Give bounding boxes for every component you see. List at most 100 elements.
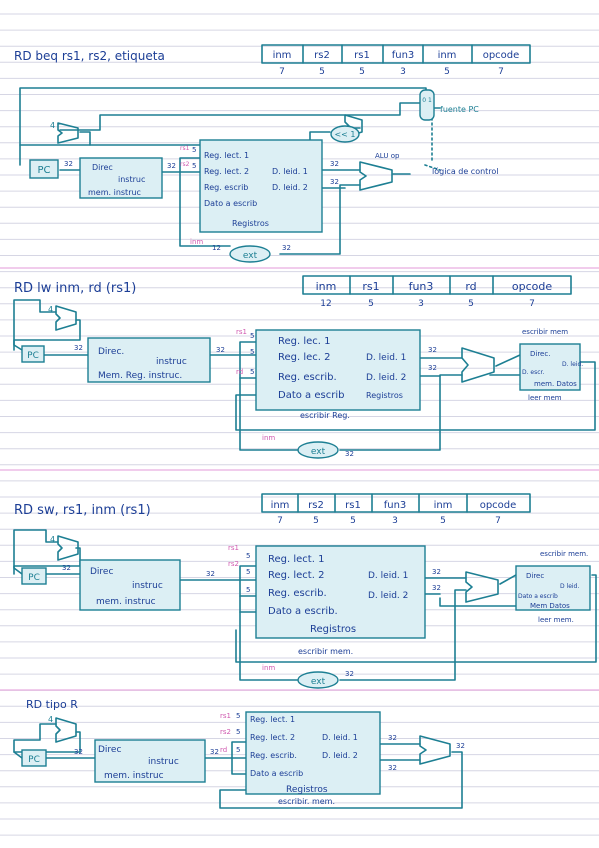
tipor-escribir-mem: escribir. mem.	[278, 797, 335, 806]
svg-text:5: 5	[250, 368, 254, 376]
svg-text:5: 5	[246, 586, 250, 594]
beq-bits-5: 7	[498, 67, 504, 77]
svg-text:32: 32	[216, 346, 225, 354]
svg-text:rd: rd	[236, 368, 243, 376]
svg-text:32: 32	[388, 764, 397, 772]
beq-sign-extend: ext inm 32 12	[190, 238, 291, 263]
svg-text:instruc: instruc	[132, 581, 163, 591]
svg-text:<< 1: << 1	[334, 130, 355, 139]
svg-text:Direc: Direc	[526, 572, 544, 580]
svg-text:leer mem.: leer mem.	[538, 616, 574, 624]
svg-text:Reg. lec. 1: Reg. lec. 1	[278, 336, 331, 347]
svg-text:escribir mem.: escribir mem.	[540, 550, 588, 558]
svg-text:D. leid. 2: D. leid. 2	[322, 751, 358, 760]
beq-register-file: Reg. lect. 1 Reg. lect. 2 Reg. escrib Da…	[199, 139, 323, 233]
svg-text:5: 5	[250, 348, 254, 356]
svg-text:rs1: rs1	[228, 544, 239, 552]
sw-escribir-mem: escribir mem.	[298, 647, 353, 656]
svg-text:5: 5	[468, 299, 474, 309]
lw-pc: PC	[21, 345, 45, 363]
tipor-alu	[419, 735, 451, 765]
beq-field-3: fun3	[392, 50, 415, 61]
svg-text:32: 32	[62, 564, 71, 572]
svg-text:5: 5	[440, 516, 446, 526]
beq-inm-label: inm	[190, 238, 203, 246]
svg-text:32: 32	[282, 244, 291, 252]
svg-text:D. leid. 2: D. leid. 2	[368, 591, 408, 601]
svg-text:32: 32	[345, 670, 354, 678]
beq-adder	[57, 122, 79, 144]
beq-alu-op: ALU op	[375, 152, 400, 160]
svg-text:Reg. lec. 2: Reg. lec. 2	[278, 352, 331, 363]
lw-escribir-reg: escribir Reg.	[300, 411, 350, 420]
lw-format-table: inm rs1 fun3 rd opcode 12 5 3 5 7	[302, 275, 572, 309]
svg-text:12: 12	[320, 299, 331, 309]
svg-text:Reg. lect. 2: Reg. lect. 2	[268, 570, 324, 581]
svg-text:Reg. lect. 1: Reg. lect. 1	[268, 554, 324, 565]
svg-text:mem. instruc: mem. instruc	[88, 188, 141, 197]
svg-text:Dato a escrib: Dato a escrib	[204, 199, 257, 208]
svg-text:mem. Datos: mem. Datos	[534, 380, 577, 388]
beq-control-logic: lógica de control	[432, 166, 499, 176]
svg-text:5: 5	[250, 332, 254, 340]
svg-text:Registros: Registros	[366, 391, 403, 400]
svg-text:fun3: fun3	[409, 280, 434, 293]
svg-text:D. leid. 1: D. leid. 1	[368, 571, 408, 581]
svg-text:D. leid. 2: D. leid. 2	[272, 183, 308, 192]
svg-text:7: 7	[495, 516, 501, 526]
sw-data-memory: escribir mem. Direc D leid. Dato a escri…	[515, 550, 591, 624]
sw-title: RD sw, rs1, inm (rs1)	[14, 503, 151, 518]
svg-text:D. leid. 1: D. leid. 1	[366, 353, 406, 363]
beq-format-table: inm rs2 rs1 fun3 inm opcode 7 5 5 3 5 7	[261, 44, 531, 77]
lw-sign-extend: ext inm 32	[262, 434, 354, 459]
beq-four: 4	[50, 121, 55, 130]
beq-bits-1: 5	[319, 67, 325, 77]
svg-text:instruc: instruc	[156, 357, 187, 367]
beq-field-4: inm	[438, 50, 457, 61]
svg-text:5: 5	[236, 746, 240, 754]
svg-text:32: 32	[210, 748, 219, 756]
lw-alu	[461, 347, 495, 383]
svg-text:inm: inm	[262, 664, 275, 672]
svg-text:instruc: instruc	[118, 175, 145, 184]
sw-sign-extend: ext inm 32	[262, 664, 354, 689]
svg-text:12: 12	[212, 244, 221, 252]
svg-text:Reg. escrib.: Reg. escrib.	[250, 751, 297, 760]
svg-text:rs2: rs2	[228, 560, 239, 568]
sw-adder	[57, 535, 79, 561]
svg-text:Reg. escrib.: Reg. escrib.	[278, 372, 337, 383]
lw-adder	[55, 305, 77, 331]
beq-field-5: opcode	[483, 50, 520, 61]
beq-fuente-pc: fuente PC	[440, 105, 479, 114]
svg-text:5: 5	[368, 299, 374, 309]
svg-text:Registros: Registros	[286, 785, 328, 795]
svg-text:inm: inm	[262, 434, 275, 442]
svg-text:rs2: rs2	[308, 500, 324, 511]
beq-alu	[359, 161, 393, 191]
svg-text:5: 5	[313, 516, 319, 526]
svg-text:opcode: opcode	[512, 280, 552, 293]
svg-text:mem. instruc: mem. instruc	[96, 597, 156, 607]
svg-text:inm: inm	[271, 500, 290, 511]
svg-text:32: 32	[428, 364, 437, 372]
sw-alu	[465, 571, 499, 603]
svg-text:32: 32	[74, 748, 83, 756]
svg-text:5: 5	[192, 146, 196, 154]
svg-text:32: 32	[432, 584, 441, 592]
svg-text:rd: rd	[220, 746, 227, 754]
svg-text:instruc: instruc	[148, 757, 179, 767]
svg-text:D. leid. 2: D. leid. 2	[366, 373, 406, 383]
svg-text:7: 7	[529, 299, 535, 309]
svg-text:Reg. escrib: Reg. escrib	[204, 183, 248, 192]
beq-bits-0: 7	[279, 67, 285, 77]
beq-field-1: rs2	[314, 50, 330, 61]
svg-text:4: 4	[48, 715, 53, 724]
svg-text:rd: rd	[465, 280, 476, 293]
beq-field-2: rs1	[354, 50, 370, 61]
svg-text:Direc.: Direc.	[98, 347, 124, 357]
svg-text:Reg. lect. 1: Reg. lect. 1	[250, 715, 295, 724]
svg-text:Dato a escrib.: Dato a escrib.	[268, 606, 338, 617]
svg-text:32: 32	[206, 570, 215, 578]
beq-shift-left: << 1	[330, 125, 360, 143]
